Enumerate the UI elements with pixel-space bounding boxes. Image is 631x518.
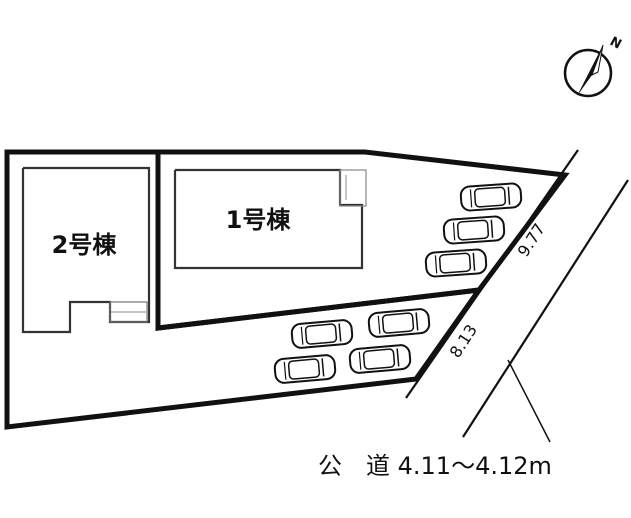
north-letter: N [607, 34, 624, 52]
car-lower-4 [348, 343, 412, 375]
car-lower-3 [273, 353, 337, 385]
north-arrow-icon: N [563, 34, 624, 98]
lot-outline-main [4, 149, 485, 430]
building-1-label: 1号棟 [226, 206, 292, 234]
car-upper-2 [442, 214, 506, 246]
dimension-upper-frontage: 9.77 [514, 220, 549, 260]
building-2: 2号棟 [21, 166, 151, 334]
lot-outline-1 [155, 149, 570, 331]
road-label: 公 道 4.11～4.12m [318, 452, 552, 480]
road-leader-line [507, 359, 551, 443]
building-1: 1号棟 [173, 168, 367, 270]
car-lower-2 [367, 307, 431, 339]
road-edge-outer [462, 179, 629, 438]
building-2-label: 2号棟 [52, 231, 118, 259]
car-upper-1 [459, 181, 523, 213]
car-upper-3 [424, 247, 488, 279]
car-lower-1 [290, 318, 354, 350]
